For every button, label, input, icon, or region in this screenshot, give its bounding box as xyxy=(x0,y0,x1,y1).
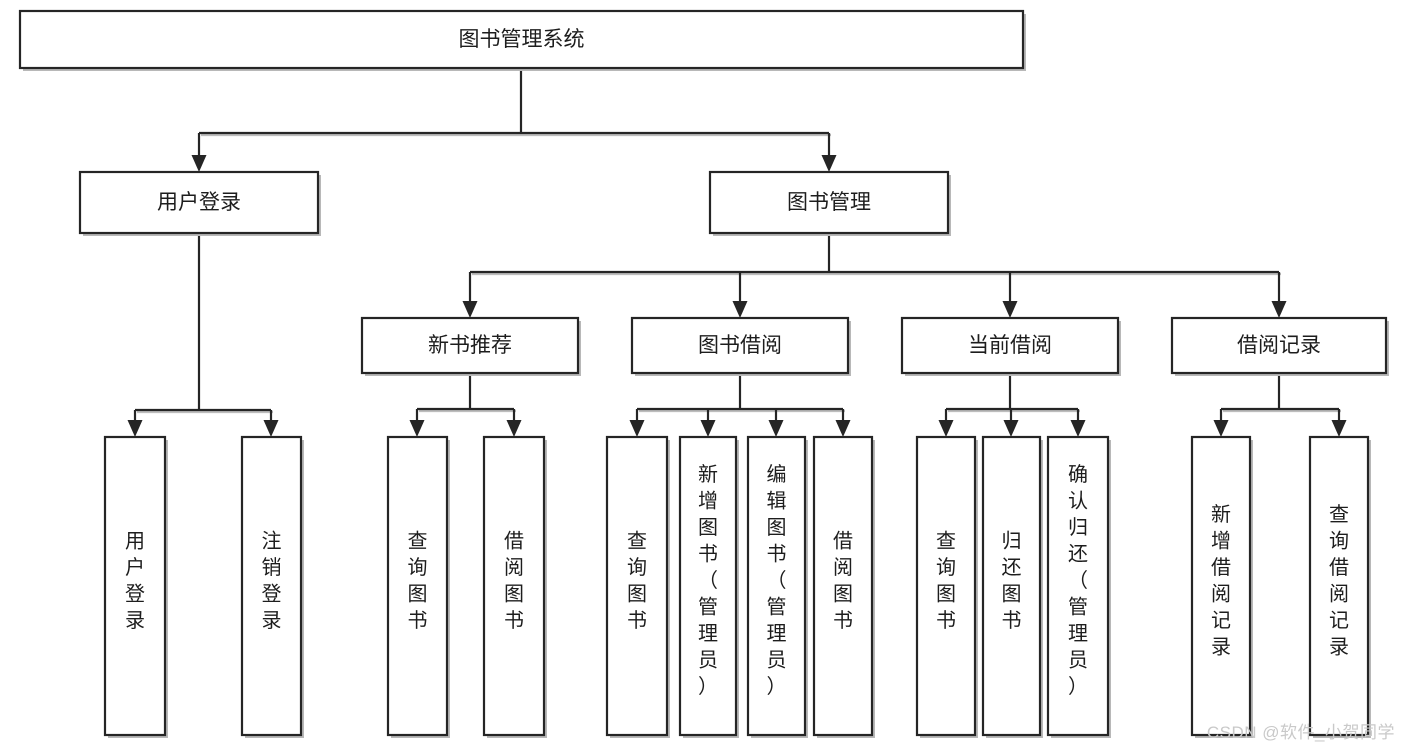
node-box[interactable] xyxy=(900,316,1120,375)
node-box[interactable] xyxy=(1170,316,1388,375)
connector-bus-user-login xyxy=(127,233,279,437)
node-label: 用户登录 xyxy=(157,191,241,214)
connector-bus-book-borrow xyxy=(629,373,851,437)
arrow-head-icon xyxy=(1271,301,1287,318)
node-label: 编辑图书（管理员） xyxy=(767,463,787,698)
arrow-head-icon xyxy=(768,420,784,437)
arrow-head-icon xyxy=(191,155,207,172)
node-box[interactable] xyxy=(360,316,580,375)
node-l-confirm-return[interactable]: 确认归还（管理员） xyxy=(1046,435,1111,738)
arrow-head-icon xyxy=(1331,420,1347,437)
node-box[interactable] xyxy=(103,435,167,737)
arrow-head-icon xyxy=(1003,420,1019,437)
arrow-head-icon xyxy=(938,420,954,437)
arrow-head-icon xyxy=(462,301,478,318)
node-box[interactable] xyxy=(746,435,807,737)
node-l-add-record[interactable]: 新增借阅记录 xyxy=(1190,435,1253,738)
node-l-query-book-3[interactable]: 查询图书 xyxy=(915,435,978,738)
arrow-head-icon xyxy=(127,420,143,437)
node-label: 图书管理 xyxy=(787,191,871,214)
arrow-head-icon xyxy=(835,420,851,437)
node-box[interactable] xyxy=(708,170,950,235)
node-n-book-mgmt[interactable]: 图书管理 xyxy=(708,170,951,236)
node-box[interactable] xyxy=(812,435,874,737)
node-label: 归还图书 xyxy=(1002,529,1022,632)
node-box[interactable] xyxy=(1308,435,1370,737)
node-box[interactable] xyxy=(630,316,850,375)
arrow-head-icon xyxy=(409,420,425,437)
arrow-head-icon xyxy=(506,420,522,437)
connector-bus-borrow-record xyxy=(1213,373,1347,437)
node-l-return-book[interactable]: 归还图书 xyxy=(981,435,1043,738)
node-box[interactable] xyxy=(78,170,320,235)
node-box[interactable] xyxy=(981,435,1042,737)
node-label: 查询图书 xyxy=(408,529,428,632)
arrow-head-icon xyxy=(263,420,279,437)
node-l-logout[interactable]: 注销登录 xyxy=(240,435,304,738)
connector-bus-new-book-rec xyxy=(409,373,522,437)
arrow-head-icon xyxy=(629,420,645,437)
node-root[interactable]: 图书管理系统 xyxy=(18,9,1026,71)
node-n-new-book-rec[interactable]: 新书推荐 xyxy=(360,316,581,376)
node-box[interactable] xyxy=(386,435,449,737)
connector-layer xyxy=(127,68,1347,437)
node-box[interactable] xyxy=(18,9,1025,70)
node-box[interactable] xyxy=(1190,435,1252,737)
node-label: 图书管理系统 xyxy=(459,28,585,51)
node-box[interactable] xyxy=(915,435,977,737)
connector-bus-current-borrow xyxy=(938,373,1086,437)
node-l-user-login[interactable]: 用户登录 xyxy=(103,435,168,738)
arrow-head-icon xyxy=(1213,420,1229,437)
node-label: 图书借阅 xyxy=(698,334,782,357)
node-l-borrow-book-2[interactable]: 借阅图书 xyxy=(812,435,875,738)
node-n-borrow-record[interactable]: 借阅记录 xyxy=(1170,316,1389,376)
node-n-book-borrow[interactable]: 图书借阅 xyxy=(630,316,851,376)
node-label: 新书推荐 xyxy=(428,334,512,357)
node-box[interactable] xyxy=(482,435,546,737)
node-layer: 图书管理系统用户登录图书管理新书推荐图书借阅当前借阅借阅记录用户登录注销登录查询… xyxy=(18,9,1389,738)
node-label: 查询图书 xyxy=(936,529,956,632)
node-label: 查询借阅记录 xyxy=(1329,503,1349,659)
node-l-query-record[interactable]: 查询借阅记录 xyxy=(1308,435,1371,738)
arrow-head-icon xyxy=(821,155,837,172)
node-l-query-book-2[interactable]: 查询图书 xyxy=(605,435,670,738)
node-label: 借阅图书 xyxy=(504,529,524,632)
node-label: 注销登录 xyxy=(262,529,282,632)
node-label: 查询图书 xyxy=(627,529,647,632)
node-box[interactable] xyxy=(1046,435,1110,737)
arrow-head-icon xyxy=(1002,301,1018,318)
node-n-current-borrow[interactable]: 当前借阅 xyxy=(900,316,1121,376)
arrow-head-icon xyxy=(1070,420,1086,437)
node-label: 借阅记录 xyxy=(1237,334,1321,357)
node-label: 确认归还（管理员） xyxy=(1068,463,1088,698)
connector-bus-book-mgmt xyxy=(462,233,1287,318)
node-l-edit-book[interactable]: 编辑图书（管理员） xyxy=(746,435,808,738)
node-box[interactable] xyxy=(240,435,303,737)
node-label: 新增图书（管理员） xyxy=(698,463,718,698)
connector-bus-root xyxy=(191,68,837,172)
node-box[interactable] xyxy=(678,435,738,737)
node-n-user-login[interactable]: 用户登录 xyxy=(78,170,321,236)
node-l-query-book-1[interactable]: 查询图书 xyxy=(386,435,450,738)
arrow-head-icon xyxy=(732,301,748,318)
node-l-borrow-book-1[interactable]: 借阅图书 xyxy=(482,435,547,738)
node-l-add-book[interactable]: 新增图书（管理员） xyxy=(678,435,739,738)
arrow-head-icon xyxy=(700,420,716,437)
node-label: 新增借阅记录 xyxy=(1211,503,1231,659)
node-label: 当前借阅 xyxy=(968,334,1052,357)
node-label: 借阅图书 xyxy=(833,529,853,632)
node-label: 用户登录 xyxy=(125,530,145,632)
node-box[interactable] xyxy=(605,435,669,737)
